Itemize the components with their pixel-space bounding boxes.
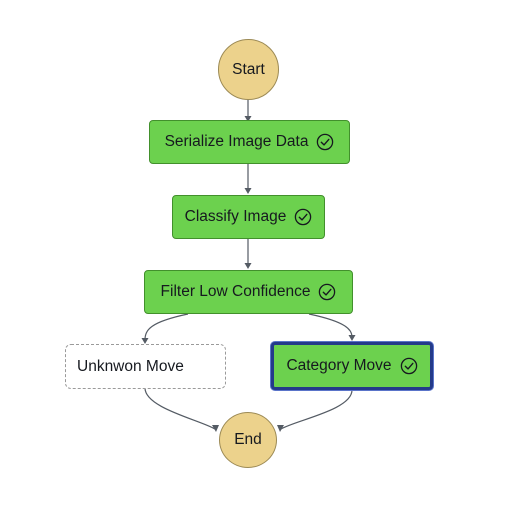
state-label: Category Move: [286, 357, 392, 374]
edge-filter-category: [308, 313, 353, 338]
edge-filter-unknown: [144, 313, 189, 341]
end-node[interactable]: End: [219, 412, 277, 468]
state-label: Filter Low Confidence: [160, 283, 311, 300]
start-label: Start: [232, 60, 265, 78]
success-check-icon: [400, 357, 417, 375]
state-category-move[interactable]: Category Move: [271, 342, 433, 390]
success-check-icon: [295, 208, 312, 226]
edge-arrowhead: [141, 338, 149, 344]
state-serialize-image-data[interactable]: Serialize Image Data: [149, 120, 350, 164]
edge-unknown-end: [144, 387, 216, 430]
success-check-icon: [317, 133, 334, 151]
start-node[interactable]: Start: [218, 39, 279, 100]
edge-category-end: [280, 389, 353, 430]
state-label: Serialize Image Data: [164, 133, 309, 150]
edge-arrowhead: [244, 263, 252, 269]
edge-arrowhead: [244, 116, 252, 122]
state-filter-low-confidence[interactable]: Filter Low Confidence: [144, 270, 353, 314]
state-classify-image[interactable]: Classify Image: [172, 195, 325, 239]
state-label: Classify Image: [184, 208, 287, 225]
state-unknwon-move[interactable]: Unknwon Move: [65, 344, 226, 389]
state-label: Unknwon Move: [77, 357, 184, 375]
edge-arrowhead: [212, 425, 219, 432]
edge-arrowhead: [348, 335, 356, 341]
edge-arrowhead: [277, 425, 284, 432]
success-check-icon: [319, 283, 336, 301]
end-label: End: [234, 431, 262, 448]
edge-arrowhead: [244, 188, 252, 194]
